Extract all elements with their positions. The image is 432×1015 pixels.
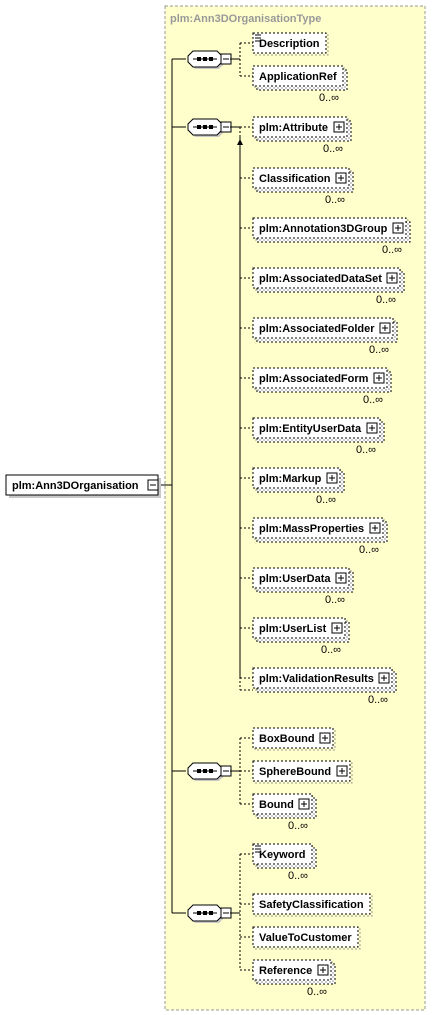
element-userlist[interactable]: plm:UserList 0..∞ xyxy=(252,617,350,656)
element-label: plm:AssociatedFolder xyxy=(259,323,375,335)
expand-icon[interactable] xyxy=(369,522,381,534)
expand-icon[interactable] xyxy=(331,622,343,634)
element-label: plm:AssociatedForm xyxy=(259,373,369,385)
occurrence-label: 0..∞ xyxy=(319,92,339,104)
element-label: plm:Attribute xyxy=(259,122,328,134)
expand-icon[interactable] xyxy=(335,172,347,184)
element-classification[interactable]: Classification 0..∞ xyxy=(252,167,354,206)
element-spherebound[interactable]: SphereBound xyxy=(252,760,353,784)
expand-icon[interactable] xyxy=(336,765,348,777)
element-entityuserdata[interactable]: plm:EntityUserData 0..∞ xyxy=(252,417,385,456)
occurrence-label: 0..∞ xyxy=(316,494,336,506)
expand-icon[interactable] xyxy=(335,572,347,584)
expand-icon[interactable] xyxy=(317,964,329,976)
element-label: SphereBound xyxy=(259,766,331,778)
expand-icon[interactable] xyxy=(379,322,391,334)
element-label: Reference xyxy=(259,965,312,977)
element-label: plm:UserList xyxy=(259,623,327,635)
element-safetyclassification[interactable]: SafetyClassification xyxy=(252,893,373,917)
occurrence-label: 0..∞ xyxy=(325,194,345,206)
sequence-connectors xyxy=(230,42,253,77)
element-label: plm:UserData xyxy=(259,573,331,585)
element-attribute[interactable]: plm:Attribute 0..∞ xyxy=(237,116,352,691)
element-label: plm:Annotation3DGroup xyxy=(259,223,388,235)
sequence-connectors xyxy=(230,737,253,805)
occurrence-label: 0..∞ xyxy=(325,594,345,606)
sequence-connectors xyxy=(230,126,253,679)
sequence-compositor[interactable] xyxy=(187,904,232,923)
element-label: plm:ValidationResults xyxy=(259,673,374,685)
documentation-icon xyxy=(255,845,261,853)
expand-icon[interactable] xyxy=(366,422,378,434)
occurrence-label: 0..∞ xyxy=(356,444,376,456)
complex-type-label: plm:Ann3DOrganisationType xyxy=(170,13,321,25)
occurrence-label: 0..∞ xyxy=(382,244,402,256)
expand-icon[interactable] xyxy=(298,798,310,810)
element-associatedfolder[interactable]: plm:AssociatedFolder 0..∞ xyxy=(252,317,398,356)
occurrence-label: 0..∞ xyxy=(376,294,396,306)
root-element-label: plm:Ann3DOrganisation xyxy=(12,480,139,492)
element-userdata[interactable]: plm:UserData 0..∞ xyxy=(252,567,354,606)
expand-icon[interactable] xyxy=(333,121,345,133)
element-label: Description xyxy=(259,38,320,50)
element-applicationref[interactable]: ApplicationRef 0..∞ xyxy=(252,65,348,104)
collapse-icon[interactable] xyxy=(147,479,159,491)
element-massproperties[interactable]: plm:MassProperties 0..∞ xyxy=(252,517,388,556)
expand-icon[interactable] xyxy=(386,272,398,284)
occurrence-label: 0..∞ xyxy=(369,344,389,356)
element-validationresults[interactable]: plm:ValidationResults 0..∞ xyxy=(252,667,397,706)
expand-icon[interactable] xyxy=(373,372,385,384)
element-label: plm:AssociatedDataSet xyxy=(259,273,382,285)
occurrence-label: 0..∞ xyxy=(288,870,308,882)
element-boxbound[interactable]: BoxBound xyxy=(252,727,336,751)
expand-icon[interactable] xyxy=(378,672,390,684)
expand-icon[interactable] xyxy=(319,732,331,744)
occurrence-label: 0..∞ xyxy=(323,143,343,155)
occurrence-label: 0..∞ xyxy=(368,694,388,706)
element-annotation3dgroup[interactable]: plm:Annotation3DGroup 0..∞ xyxy=(252,217,411,256)
sequence-connectors xyxy=(230,853,253,971)
sequence-compositor[interactable] xyxy=(187,118,232,137)
occurrence-label: 0..∞ xyxy=(359,544,379,556)
element-label: plm:MassProperties xyxy=(259,523,364,535)
element-label: Classification xyxy=(259,173,331,185)
element-valuetocustomer[interactable]: ValueToCustomer xyxy=(252,926,361,950)
element-label: plm:EntityUserData xyxy=(259,423,362,435)
element-label: Keyword xyxy=(259,849,305,861)
element-description[interactable]: Description xyxy=(252,32,329,56)
expand-icon[interactable] xyxy=(392,222,404,234)
element-bound[interactable]: Bound 0..∞ xyxy=(252,793,317,832)
sequence-compositor[interactable] xyxy=(187,50,232,69)
element-associateddataset[interactable]: plm:AssociatedDataSet 0..∞ xyxy=(252,267,405,306)
occurrence-label: 0..∞ xyxy=(307,986,327,998)
occurrence-label: 0..∞ xyxy=(288,820,308,832)
root-connectors xyxy=(160,58,186,914)
occurrence-label: 0..∞ xyxy=(321,644,341,656)
documentation-icon xyxy=(255,34,261,42)
root-element[interactable]: plm:Ann3DOrganisation xyxy=(5,474,161,498)
element-associatedform[interactable]: plm:AssociatedForm 0..∞ xyxy=(252,367,392,406)
element-label: ApplicationRef xyxy=(259,71,337,83)
element-label: SafetyClassification xyxy=(259,899,364,911)
substitution-arrow-icon xyxy=(237,137,253,691)
expand-icon[interactable] xyxy=(326,472,338,484)
element-label: BoxBound xyxy=(259,733,315,745)
element-label: plm:Markup xyxy=(259,473,322,485)
element-label: Bound xyxy=(259,799,294,811)
element-label: ValueToCustomer xyxy=(259,932,352,944)
element-keyword[interactable]: Keyword 0..∞ xyxy=(252,843,317,882)
occurrence-label: 0..∞ xyxy=(363,394,383,406)
element-markup[interactable]: plm:Markup 0..∞ xyxy=(252,467,345,506)
element-reference[interactable]: Reference 0..∞ xyxy=(252,959,336,998)
